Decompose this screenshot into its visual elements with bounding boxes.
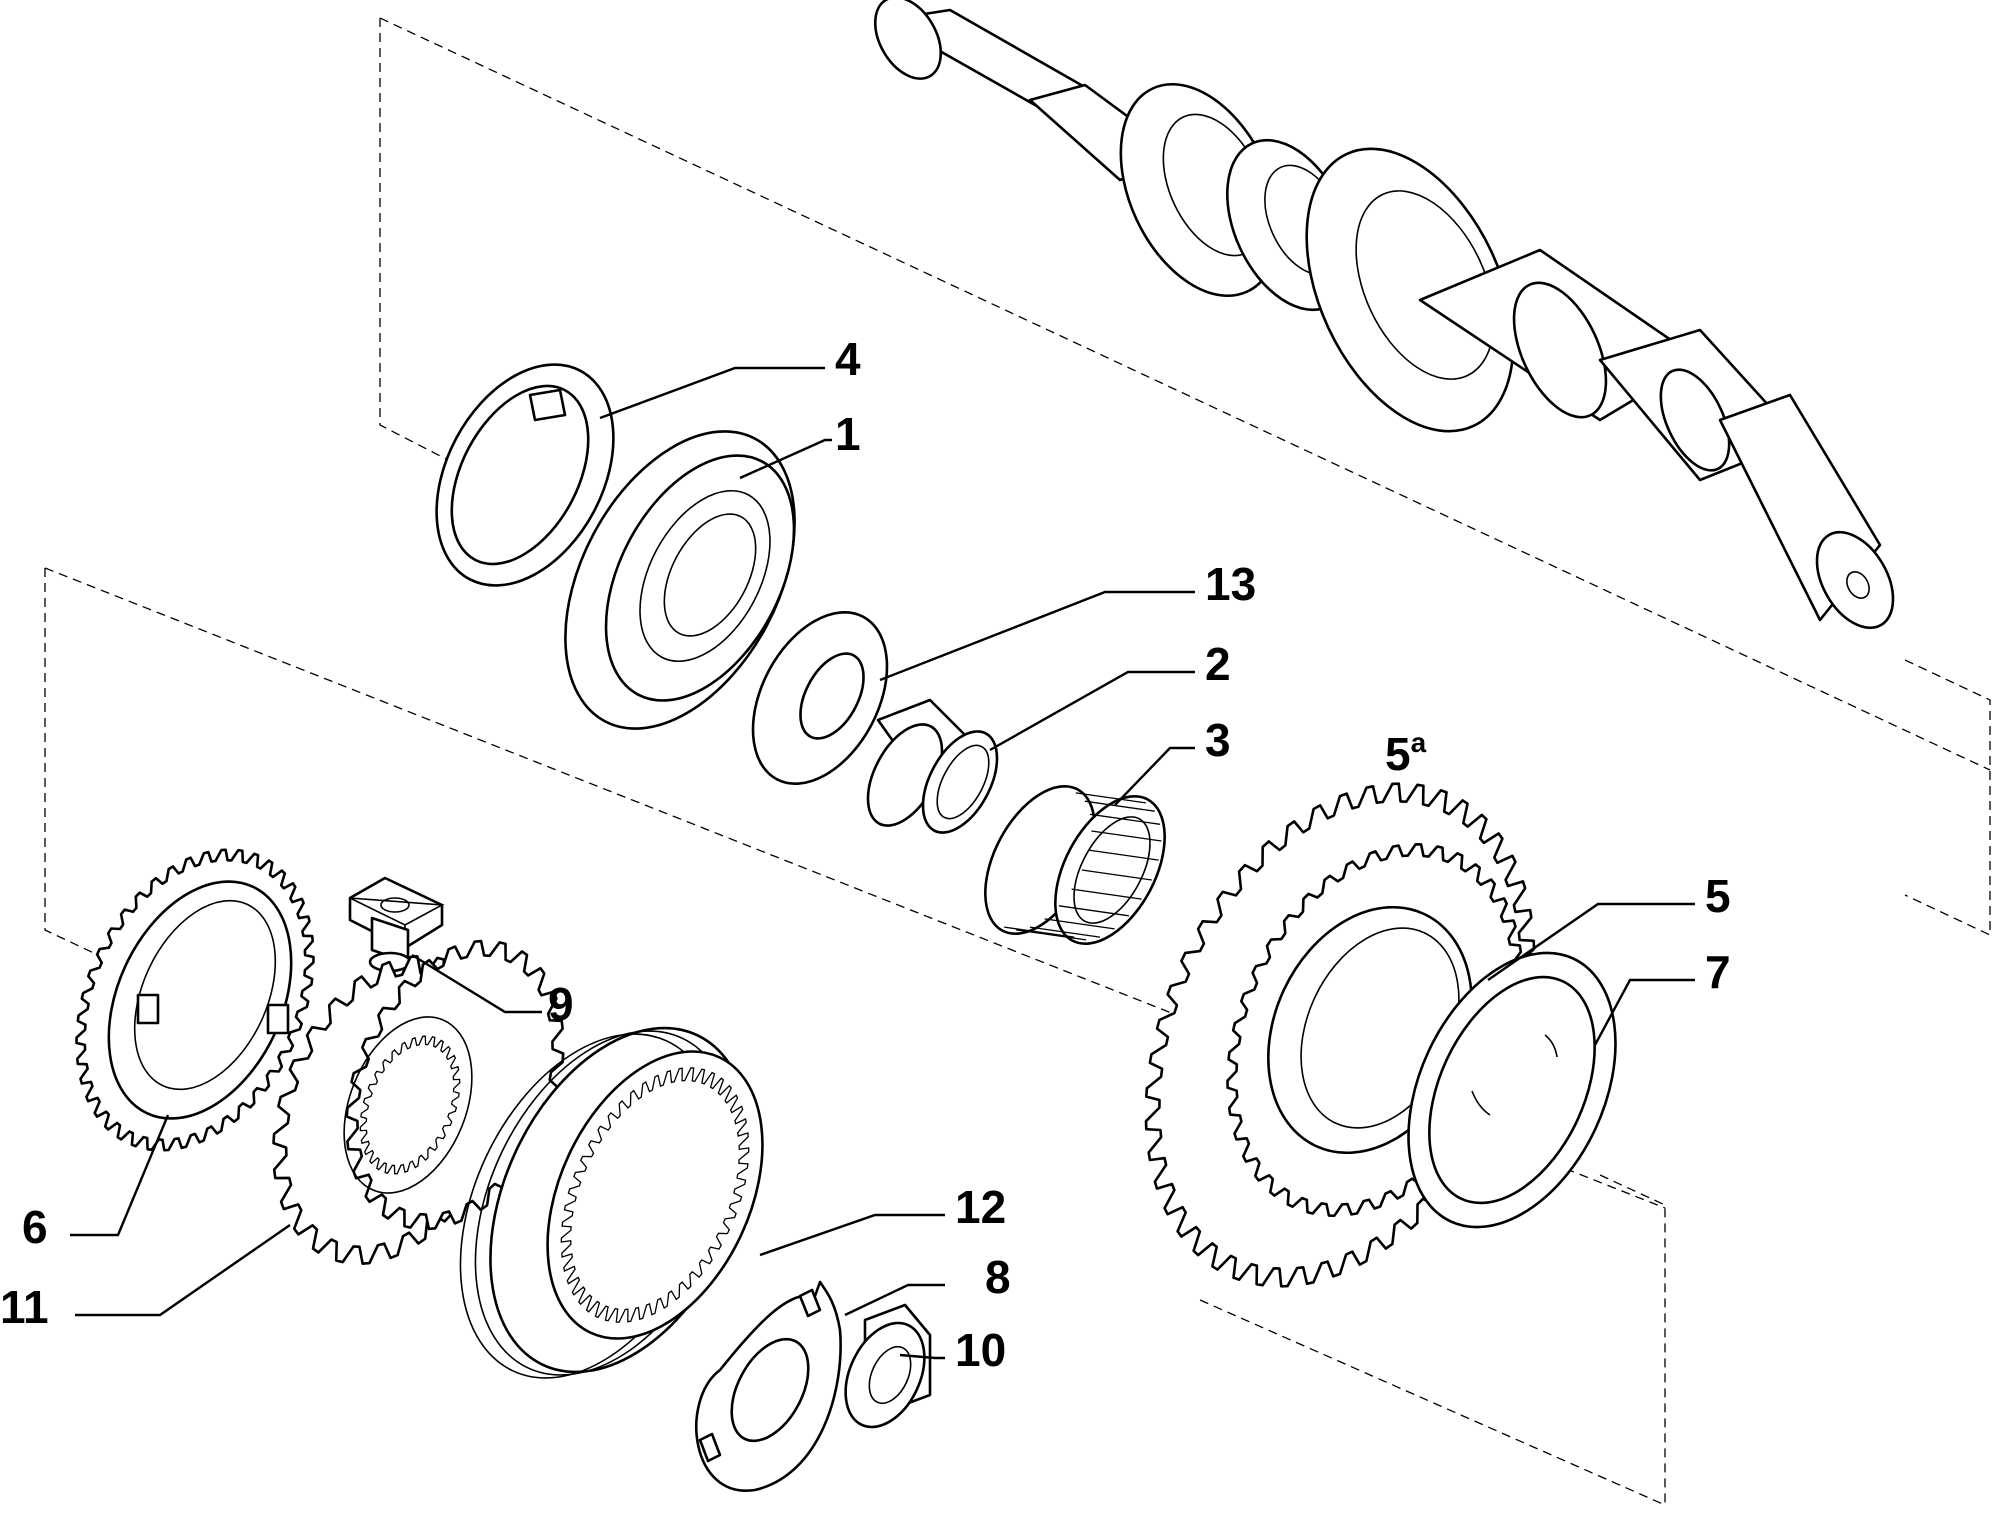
leader-lines xyxy=(70,366,1695,1360)
needle-roller-cage-3 xyxy=(984,784,1166,946)
needle-roller xyxy=(1029,926,1100,938)
leader-11 xyxy=(75,1224,291,1317)
callout-3: 3 xyxy=(1205,714,1231,766)
leader-1 xyxy=(739,438,832,480)
thrust-washer-7 xyxy=(1407,951,1617,1229)
leader-2 xyxy=(989,670,1195,752)
leader-13 xyxy=(879,590,1195,682)
leader-4 xyxy=(599,366,825,420)
assembly-envelope-lower xyxy=(44,567,1666,1506)
needle-roller xyxy=(1044,918,1115,930)
needle-roller xyxy=(1084,800,1155,812)
assembly-envelope-upper xyxy=(379,17,1991,937)
callout-13: 13 xyxy=(1205,558,1256,610)
needle-roller xyxy=(1058,905,1129,917)
callout-5: 5 xyxy=(1705,870,1731,922)
leader-7 xyxy=(1593,978,1695,1046)
leader-10 xyxy=(899,1353,945,1360)
synchro-sleeve-12 xyxy=(459,1026,764,1379)
callout-10: 10 xyxy=(955,1324,1006,1376)
needle-roller xyxy=(1091,830,1162,842)
leader-3 xyxy=(1114,746,1195,806)
needle-rollers xyxy=(1004,792,1162,941)
sliding-key-9 xyxy=(348,876,445,973)
circlip-4 xyxy=(435,363,615,587)
needle-roller xyxy=(1090,813,1161,825)
leader-6 xyxy=(70,1114,170,1237)
shaft-gear-3 xyxy=(1305,147,1515,433)
spacer-ring-13 xyxy=(751,611,889,785)
callout-12: 12 xyxy=(955,1181,1006,1233)
needle-roller xyxy=(1075,792,1146,804)
callout-11: 11 xyxy=(0,1281,49,1333)
callout-2: 2 xyxy=(1205,638,1231,690)
main-shaft xyxy=(873,0,1895,630)
callout-9: 9 xyxy=(548,978,574,1030)
leader-12 xyxy=(759,1213,945,1257)
callout-6: 6 xyxy=(22,1201,48,1253)
needle-roller xyxy=(1081,869,1152,881)
needle-roller xyxy=(1016,929,1087,941)
callout-5a: 5a xyxy=(1385,727,1427,780)
lock-plate-8 xyxy=(695,1280,842,1492)
synchronizer-ring-6 xyxy=(75,848,315,1152)
callout-labels: 4 1 13 2 3 5a 5 7 9 6 11 12 8 10 xyxy=(0,333,1731,1376)
callout-1: 1 xyxy=(835,408,861,460)
leader-9 xyxy=(411,953,542,1014)
bushing-2 xyxy=(866,698,999,834)
leader-5 xyxy=(1487,902,1695,981)
ball-bearing-1 xyxy=(564,430,796,730)
callout-8: 8 xyxy=(985,1251,1011,1303)
callout-4: 4 xyxy=(835,333,861,385)
needle-roller xyxy=(1071,888,1142,900)
needle-roller xyxy=(1004,926,1075,938)
leader-8 xyxy=(844,1283,945,1317)
needle-roller xyxy=(1088,849,1159,861)
hex-nut-10 xyxy=(844,1303,932,1429)
callout-7: 7 xyxy=(1705,946,1731,998)
